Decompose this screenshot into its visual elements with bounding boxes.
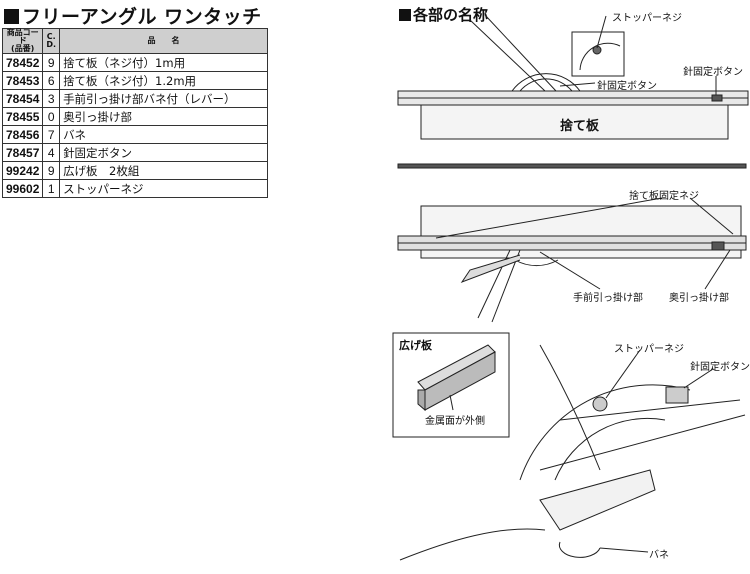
side-view-bar [397, 163, 747, 169]
leader-back-hook [704, 249, 731, 290]
needle-button-top-shape [711, 94, 723, 102]
leader-screw-2 [689, 197, 734, 235]
base-board-top [420, 104, 729, 140]
label-base-board: 捨て板 [560, 119, 600, 134]
cell-code: 78455 [1, 107, 44, 126]
spread-board-piece-front [424, 351, 496, 411]
header-name: 品 名 [59, 28, 268, 54]
arm-large-2 [539, 414, 746, 471]
label-base-board-screw: 捨て板固定ネジ [629, 191, 699, 202]
cell-name: 針固定ボタン [59, 143, 268, 162]
needle-button-large [665, 386, 689, 404]
protractor-large-outer [519, 384, 691, 481]
leader-front-hook [539, 251, 601, 290]
base-plate-large [539, 469, 656, 531]
label-spread-board: 広げ板 [399, 339, 432, 352]
title-square-icon [4, 9, 19, 24]
leader-screw-1 [435, 197, 663, 239]
protractor-bottom [514, 259, 559, 267]
leader-needle-inset [559, 82, 596, 87]
lever-handle [460, 254, 521, 284]
leader-metal-side [449, 394, 454, 411]
cell-code: 78452 [1, 53, 44, 72]
table-header-row: 商品コード (品番) C. D. 品 名 [1, 28, 268, 54]
protractor-large-inner [554, 417, 666, 481]
leader-stopper-bottom [605, 349, 641, 399]
label-stopper-screw-top: ストッパーネジ [612, 13, 682, 24]
stopper-screw-large [592, 396, 608, 412]
label-needle-button-inset: 針固定ボタン [597, 81, 657, 92]
header-code: 商品コード (品番) [1, 28, 44, 54]
protractor-top [511, 73, 581, 92]
arm-top-1 [469, 19, 546, 92]
arm-large-1 [559, 399, 741, 421]
leader-spring [599, 547, 649, 553]
leader-stopper-top [596, 15, 607, 49]
label-needle-button-bottom: 針固定ボタン [690, 362, 750, 373]
page-title: フリーアングル ワンタッチ [4, 2, 262, 29]
hand-outline [399, 528, 546, 561]
section-title-text: 各部の名称 [413, 6, 489, 24]
cell-code: 78454 [1, 89, 44, 108]
label-metal-side: 金属面が外側 [425, 416, 485, 427]
cell-code: 78456 [1, 125, 44, 144]
page-title-text: フリーアングル ワンタッチ [22, 6, 262, 28]
label-back-hook: 奥引っ掛け部 [669, 293, 729, 304]
section-title: 各部の名称 [399, 4, 488, 25]
section-square-icon [399, 9, 411, 21]
stopper-screw-inset [592, 45, 602, 55]
protractor-top-inner [519, 78, 573, 92]
cell-name: ストッパーネジ [59, 179, 268, 198]
cell-code: 78453 [1, 71, 44, 90]
label-needle-button-top: 針固定ボタン [683, 67, 743, 78]
leader-needle-bottom [683, 368, 714, 389]
cell-code: 99602 [1, 179, 44, 198]
leader-curve [539, 344, 601, 471]
label-front-hook: 手前引っ掛け部 [573, 293, 643, 304]
label-stopper-screw-bottom: ストッパーネジ [614, 344, 684, 355]
back-hook-shape [711, 241, 725, 251]
spring-shape [558, 541, 601, 558]
arm-top-2 [484, 14, 557, 92]
label-spring: バネ [649, 550, 669, 561]
